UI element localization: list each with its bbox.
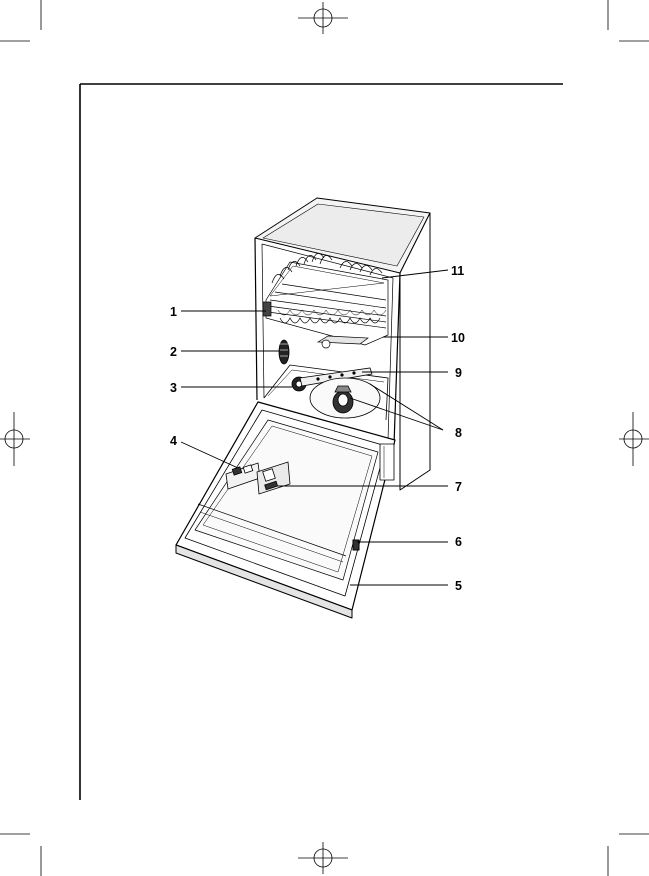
side-wall-filter-grille bbox=[279, 340, 289, 364]
callout-6: 6 bbox=[455, 535, 462, 549]
callout-9: 9 bbox=[455, 366, 462, 380]
open-door bbox=[176, 402, 395, 618]
registration-mark-bottom bbox=[298, 842, 348, 874]
callout-7: 7 bbox=[455, 480, 462, 494]
callout-11: 11 bbox=[451, 264, 464, 278]
registration-mark-top bbox=[298, 2, 348, 34]
callout-10: 10 bbox=[451, 331, 465, 345]
callout-2: 2 bbox=[170, 345, 177, 359]
callout-5: 5 bbox=[455, 579, 462, 593]
upper-basket bbox=[263, 253, 388, 348]
registration-mark-left bbox=[0, 412, 30, 466]
callout-8: 8 bbox=[455, 426, 462, 440]
callout-1: 1 bbox=[170, 305, 177, 319]
callout-3: 3 bbox=[170, 381, 177, 395]
callout-4: 4 bbox=[170, 434, 177, 448]
registration-mark-right bbox=[619, 412, 649, 466]
